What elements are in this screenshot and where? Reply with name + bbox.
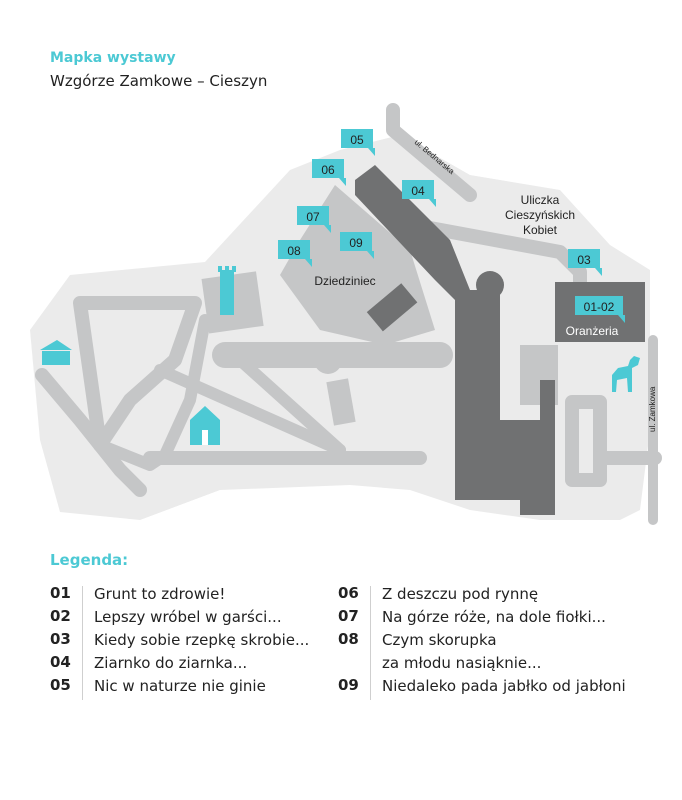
legend-divider — [370, 586, 371, 700]
rotunda — [314, 346, 342, 374]
legend-text: Z deszczu pod rynnę — [382, 585, 539, 603]
legend-item: 07 Na górze róże, na dole fiołki... — [338, 607, 626, 630]
legend-title: Legenda: — [50, 551, 129, 569]
path-diag-1 — [154, 364, 346, 456]
marker-label: 07 — [306, 210, 320, 224]
legend-number: 09 — [338, 676, 359, 694]
legend-text: za młodu nasiąknie... — [382, 654, 542, 672]
legend-item: 08 Czym skorupka — [338, 630, 626, 653]
legend-item: 06 Z deszczu pod rynnę — [338, 584, 626, 607]
legend-item: 02 Lepszy wróbel w garści... — [50, 607, 309, 630]
legend-number: 08 — [338, 630, 359, 648]
marker-01-02[interactable]: 01-02 — [575, 296, 625, 323]
legend-text: Lepszy wróbel w garści... — [94, 608, 282, 626]
legend-number: 02 — [50, 607, 71, 625]
marker-label: 06 — [321, 163, 335, 177]
label-uliczka-2: Cieszyńskich — [505, 208, 575, 222]
marker-07[interactable]: 07 — [297, 206, 331, 233]
legend-number: 07 — [338, 607, 359, 625]
label-ul-zamkowa: ul. Zamkowa — [648, 386, 657, 432]
legend-list-left: 01 Grunt to zdrowie! 02 Lepszy wróbel w ga… — [50, 584, 309, 699]
marker-label: 05 — [350, 133, 364, 147]
legend-item: za młodu nasiąknie... — [338, 653, 626, 676]
path-to-entrance — [35, 368, 147, 497]
legend-number: 03 — [50, 630, 71, 648]
dark-block-courtyard — [366, 283, 418, 332]
legend-text: Ziarnko do ziarnka... — [94, 654, 248, 672]
legend-list-right: 06 Z deszczu pod rynnę 07 Na górze róże, n… — [338, 584, 626, 699]
tower-icon — [218, 266, 236, 315]
path-diag-2 — [234, 354, 346, 456]
legend-divider — [82, 586, 83, 700]
legend-item: 04 Ziarnko do ziarnka... — [50, 653, 309, 676]
marker-label: 08 — [287, 244, 301, 258]
marker-04[interactable]: 04 — [402, 180, 436, 207]
exhibition-map: 05 06 04 07 09 08 03 01-02 Dziedziniec O… — [30, 103, 662, 525]
label-uliczka-1: Uliczka — [521, 193, 560, 207]
legend-text: Kiedy sobie rzepkę skrobie... — [94, 631, 310, 649]
legend-text: Nic w naturze nie ginie — [94, 677, 266, 695]
castle-round-tower — [476, 271, 504, 299]
legend-text: Grunt to zdrowie! — [94, 585, 226, 603]
legend-item: 03 Kiedy sobie rzepkę skrobie... — [50, 630, 309, 653]
legend-number: 06 — [338, 584, 359, 602]
map-subtitle: Wzgórze Zamkowe – Cieszyn — [50, 72, 268, 90]
label-oranzeria: Oranżeria — [566, 324, 619, 338]
marker-03[interactable]: 03 — [568, 249, 602, 276]
label-dziedziniec: Dziedziniec — [314, 274, 375, 288]
path-west-loop — [73, 296, 202, 452]
castle-wing — [355, 165, 555, 515]
legend-number: 05 — [50, 676, 71, 694]
path-bednarska — [386, 103, 477, 202]
legend-text: Na górze róże, na dole fiołki... — [382, 608, 606, 626]
marker-05[interactable]: 05 — [341, 129, 375, 156]
legend-text: Niedaleko pada jabłko od jabłoni — [382, 677, 626, 695]
marker-label: 03 — [577, 253, 591, 267]
marker-06[interactable]: 06 — [312, 159, 346, 186]
house-icon — [40, 340, 72, 365]
marker-09[interactable]: 09 — [340, 232, 374, 259]
map-title: Mapka wystawy — [50, 50, 176, 66]
legend-item: 09 Niedaleko pada jabłko od jabłoni — [338, 676, 626, 699]
house-icon — [190, 406, 220, 445]
marker-label: 01-02 — [584, 300, 615, 314]
legend-text: Czym skorupka — [382, 631, 497, 649]
legend-item: 01 Grunt to zdrowie! — [50, 584, 309, 607]
building-south-small — [326, 378, 356, 426]
legend-item: 05 Nic w naturze nie ginie — [50, 676, 309, 699]
marker-label: 04 — [411, 184, 425, 198]
deer-icon — [612, 356, 640, 392]
marker-label: 09 — [349, 236, 363, 250]
legend-number: 04 — [50, 653, 71, 671]
label-uliczka-3: Kobiet — [523, 223, 558, 237]
legend-number: 01 — [50, 584, 71, 602]
marker-08[interactable]: 08 — [278, 240, 312, 267]
path-east-loop — [565, 395, 607, 487]
